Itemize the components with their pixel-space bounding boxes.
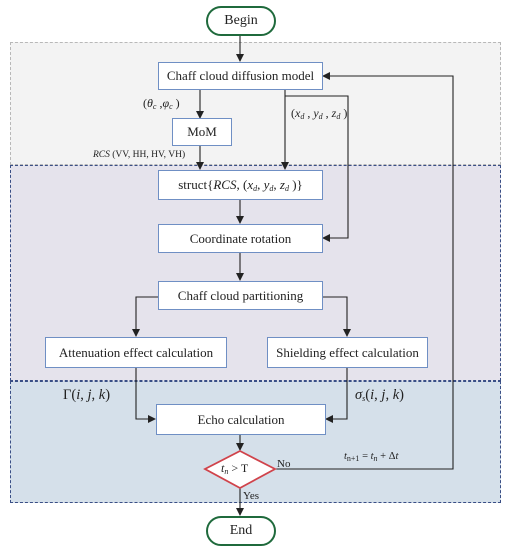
shielding-node: Shielding effect calculation [267,337,428,368]
begin-label: Begin [224,13,258,28]
chaff-partitioning-label: Chaff cloud partitioning [177,287,304,303]
mom-label: MoM [187,124,217,139]
arrow-coords-to-rotation [285,95,349,242]
chaff-partitioning-node: Chaff cloud partitioning [158,281,323,310]
arrow-partitioning-to-attenuation [132,296,158,337]
begin-node: Begin [206,6,276,36]
end-label: End [229,523,253,538]
echo-calculation-node: Echo calculation [156,404,326,435]
no-label: No [277,458,291,470]
echo-calculation-label: Echo calculation [197,411,285,427]
chaff-diffusion-model-label: Chaff cloud diffusion model [166,68,315,83]
gamma-label: Γ(i, j, k) [63,387,111,403]
echo-region [10,381,501,503]
arrow-partitioning-to-shielding [323,296,351,337]
attenuation-label: Attenuation effect calculation [58,344,214,360]
decision-diamond [203,449,277,490]
mom-node: MoM [172,118,232,146]
yes-label: Yes [243,490,260,502]
arrow-loop-no [275,72,454,470]
arrow-shielding-to-echo [325,367,348,423]
coordinate-rotation-label: Coordinate rotation [189,230,292,246]
decision-label: tn > T [221,461,249,476]
arrow-attenuation-to-echo [135,367,156,423]
sigma-label: σs(i, j, k) [355,387,404,403]
angles-label: (θc ,φc ) [143,96,180,111]
end-node: End [206,516,276,546]
shielding-label: Shielding effect calculation [276,344,419,360]
attenuation-node: Attenuation effect calculation [45,337,227,368]
struct-label: struct{RCS, (xd, yd, zd )} [178,177,303,193]
time-update-label: tn+1 = tn + Δt [344,451,399,463]
chaff-diffusion-model-node: Chaff cloud diffusion model [158,62,323,90]
struct-node: struct{RCS, (xd, yd, zd )} [158,170,323,200]
coordinate-rotation-node: Coordinate rotation [158,224,323,253]
coords-label: (xd , yd , zd ) [291,106,348,121]
rcs-label: RCS (VV, HH, HV, VH) [93,150,186,160]
